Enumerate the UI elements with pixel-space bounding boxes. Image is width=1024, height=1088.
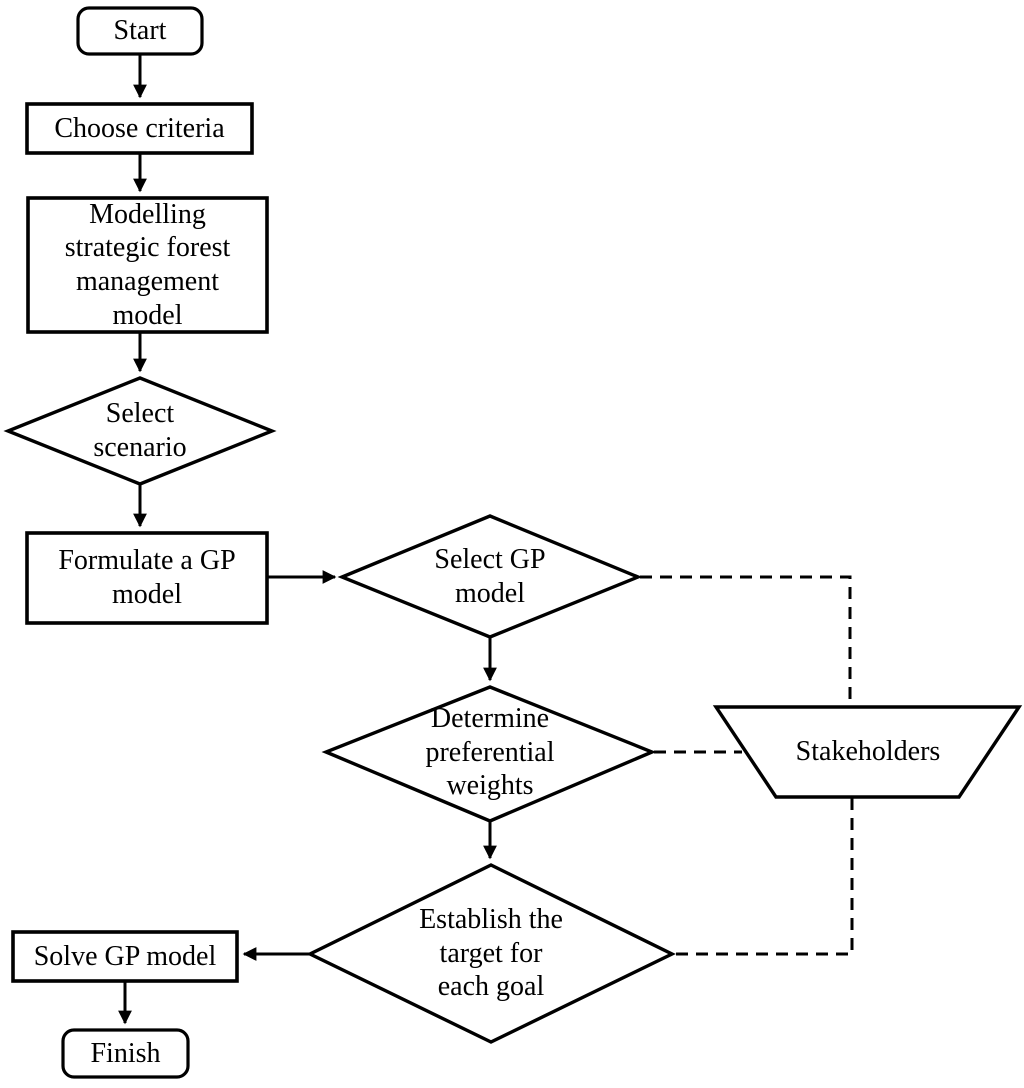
modelling-box-shape [26, 196, 269, 334]
choose-criteria-box-shape [25, 102, 254, 155]
dashed-stakeholders-to-establish-target [676, 798, 854, 956]
establish-target-diamond-shape [306, 863, 676, 1044]
formulate-gp-box-shape [25, 531, 269, 625]
solve-gp-box-shape [11, 930, 239, 983]
determine-weights-diamond-shape [321, 685, 657, 823]
finish-terminator-shape [61, 1028, 190, 1079]
dashed-select-gp-to-stakeholders [640, 575, 852, 705]
select-gp-diamond-shape [337, 514, 643, 639]
start-terminator-shape [76, 6, 204, 56]
stakeholders-trapezoid-shape [712, 705, 1023, 799]
select-scenario-diamond-shape [3, 376, 277, 486]
